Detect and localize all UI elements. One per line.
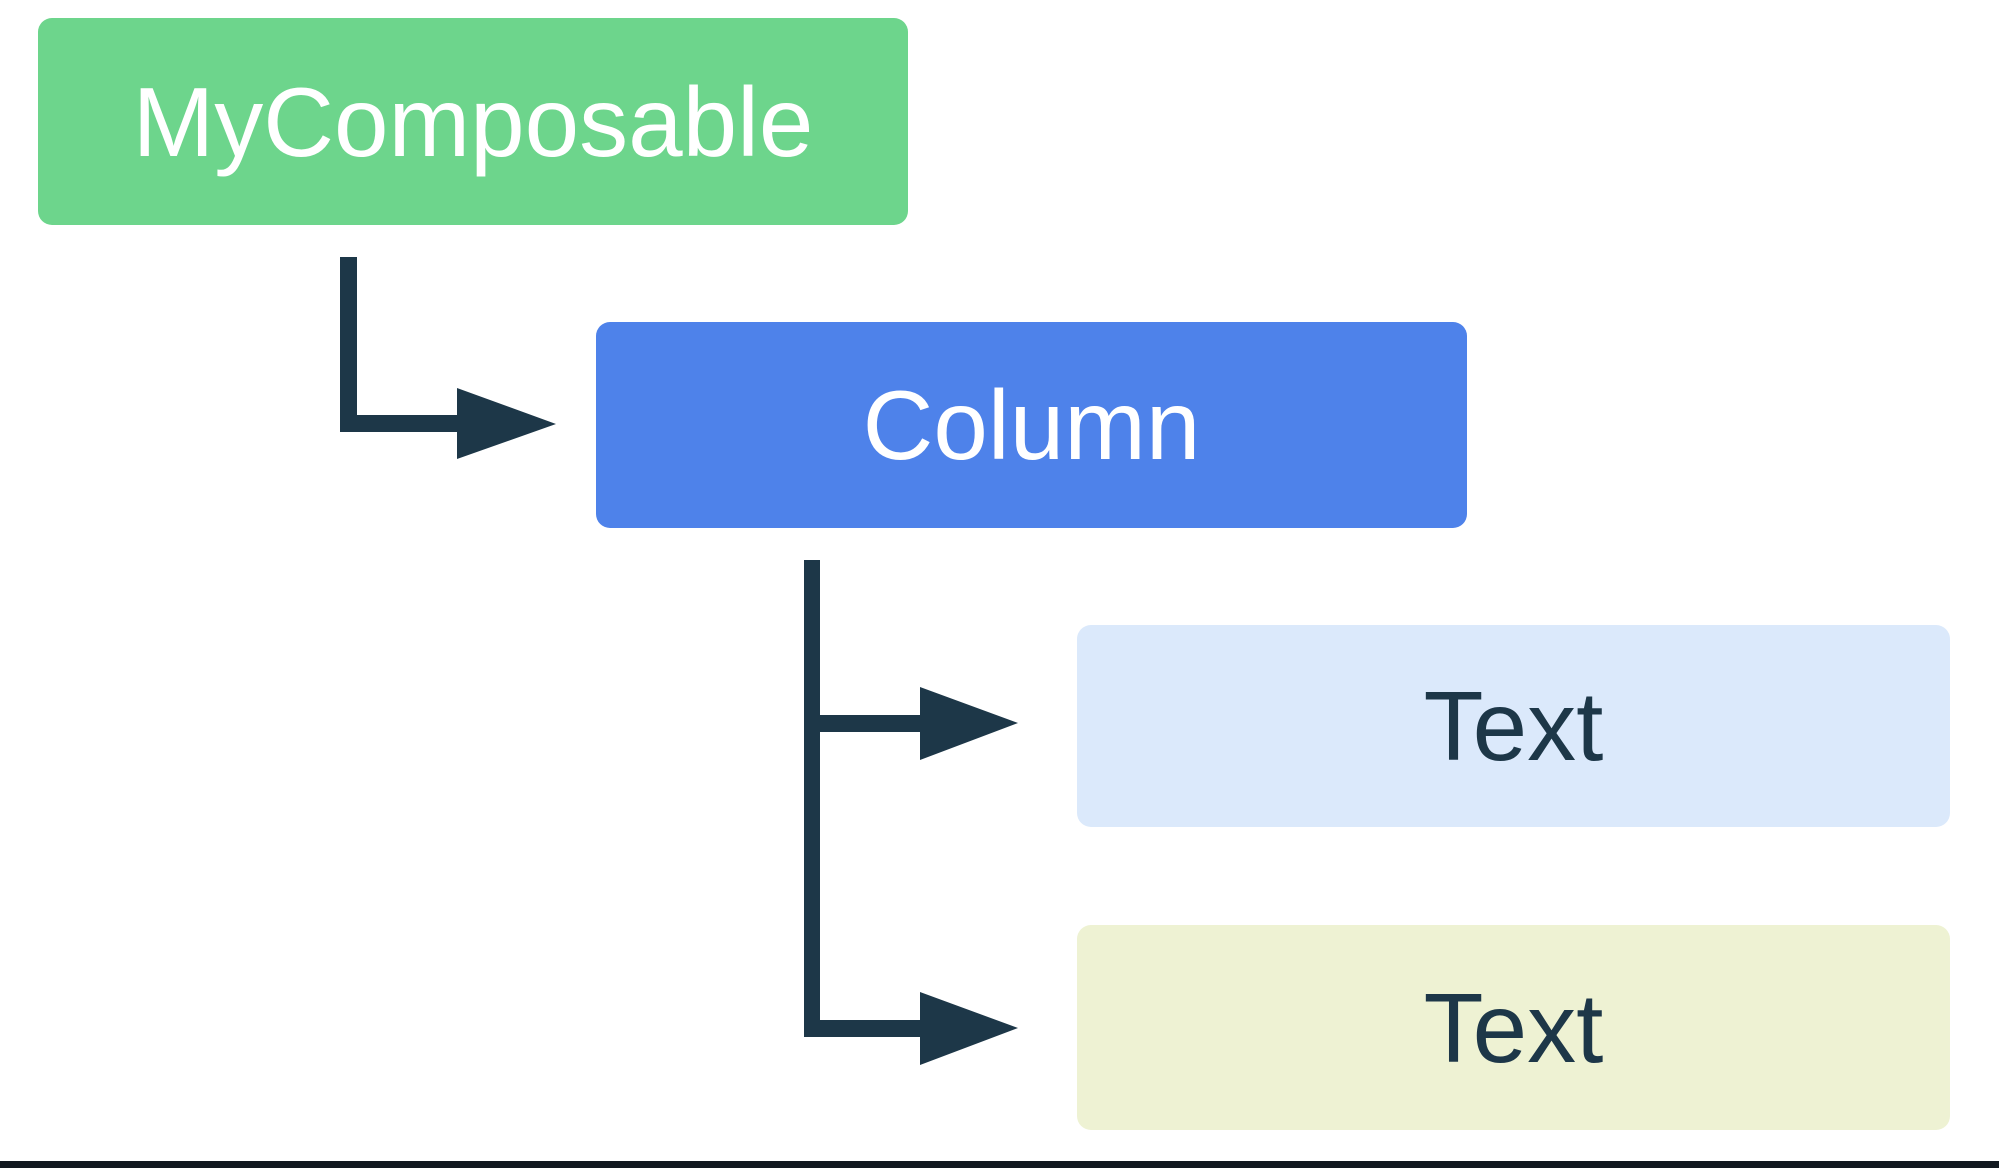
column-children-trunk-line xyxy=(804,560,820,1037)
node-text-2: Text xyxy=(1077,925,1950,1130)
node-text-2-label: Text xyxy=(1423,972,1604,1083)
node-column-label: Column xyxy=(862,370,1201,480)
node-text-1-label: Text xyxy=(1423,671,1604,781)
arrow-mycomposable-to-column-icon xyxy=(340,257,556,459)
node-mycomposable-label: MyComposable xyxy=(132,66,814,177)
node-column: Column xyxy=(596,322,1467,528)
bottom-rule xyxy=(0,1161,1999,1168)
node-mycomposable: MyComposable xyxy=(38,18,908,225)
node-text-1: Text xyxy=(1077,625,1950,827)
arrow-column-to-text-2-icon xyxy=(805,992,1018,1065)
arrow-column-to-text-1-icon xyxy=(805,687,1018,760)
